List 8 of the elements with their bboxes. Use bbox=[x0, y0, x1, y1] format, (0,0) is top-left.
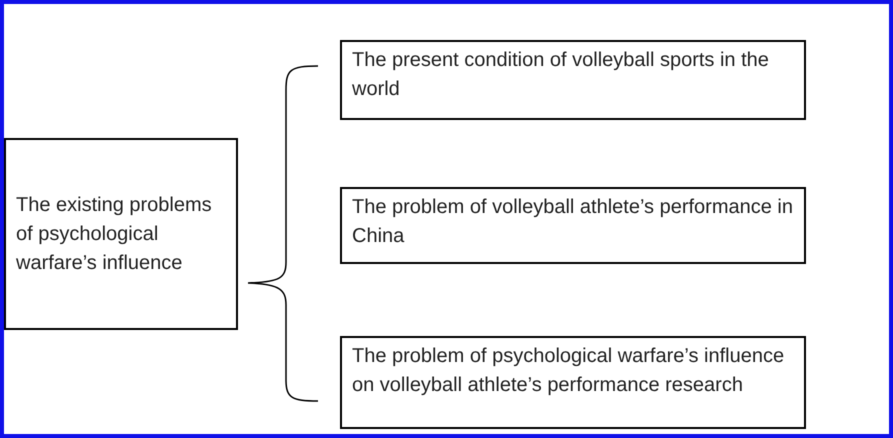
text-box bbox=[340, 187, 806, 264]
box-text: The problem of volleyball athlete’s performance in China bbox=[352, 196, 793, 247]
box-text: The present condition of volleyball sports in the world bbox=[352, 49, 769, 100]
text-box bbox=[340, 336, 806, 429]
text-box bbox=[4, 138, 238, 330]
box-text: The problem of psychological warfare’s influence on volleyball athlete’s performance research bbox=[352, 345, 784, 396]
text-box bbox=[340, 40, 806, 120]
box-text: The existing problems of psychological warfare’s influence bbox=[16, 192, 213, 276]
